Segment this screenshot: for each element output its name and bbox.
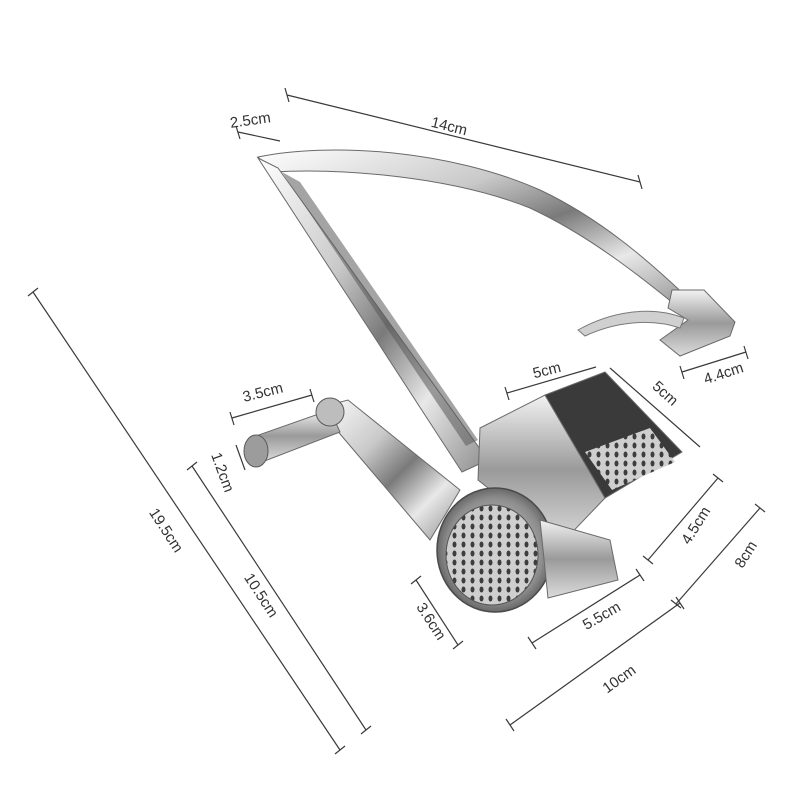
hopper-grate (585, 428, 675, 490)
dim-label-overall-height: 19.5cm (145, 505, 186, 556)
grater-illustration (243, 149, 736, 613)
hopper-front (477, 394, 606, 546)
handle-tip (659, 289, 736, 357)
dim-label-hopper-height: 4.5cm (678, 504, 714, 548)
dim-label-handle-thickness: 2.5cm (229, 109, 272, 132)
dim-label-crank-length: 3.5cm (241, 379, 285, 405)
grater-drum (436, 487, 619, 613)
dim-base-depth: 8cm (670, 503, 766, 609)
dim-crank-length: 3.5cm (229, 379, 315, 426)
dim-hopper-height: 4.5cm (642, 473, 724, 565)
dimension-annotations: 14cm 2.5cm 19.5cm 3.5cm 1.2cm (27, 87, 766, 755)
dim-crank-knob: 1.2cm (207, 444, 246, 495)
handle-tip-lip (577, 310, 685, 337)
diagonal-arm-inner (282, 172, 478, 446)
dim-overall-height: 19.5cm (27, 287, 346, 755)
crank-knob (243, 397, 345, 468)
dim-label-drum-length: 5.5cm (580, 599, 624, 634)
dim-label-hopper-depth: 5cm (649, 378, 681, 410)
dim-label-base-depth: 8cm (731, 538, 760, 571)
dim-hopper-width: 5cm (504, 359, 597, 401)
dim-label-base-width: 10cm (600, 662, 640, 697)
dim-label-hopper-width: 5cm (531, 359, 563, 382)
dim-label-crank-knob: 1.2cm (207, 450, 237, 494)
dim-crank-height: 10.5cm (186, 461, 372, 735)
dim-handle-thickness: 2.5cm (229, 109, 281, 142)
dim-label-crank-height: 10.5cm (240, 570, 281, 621)
